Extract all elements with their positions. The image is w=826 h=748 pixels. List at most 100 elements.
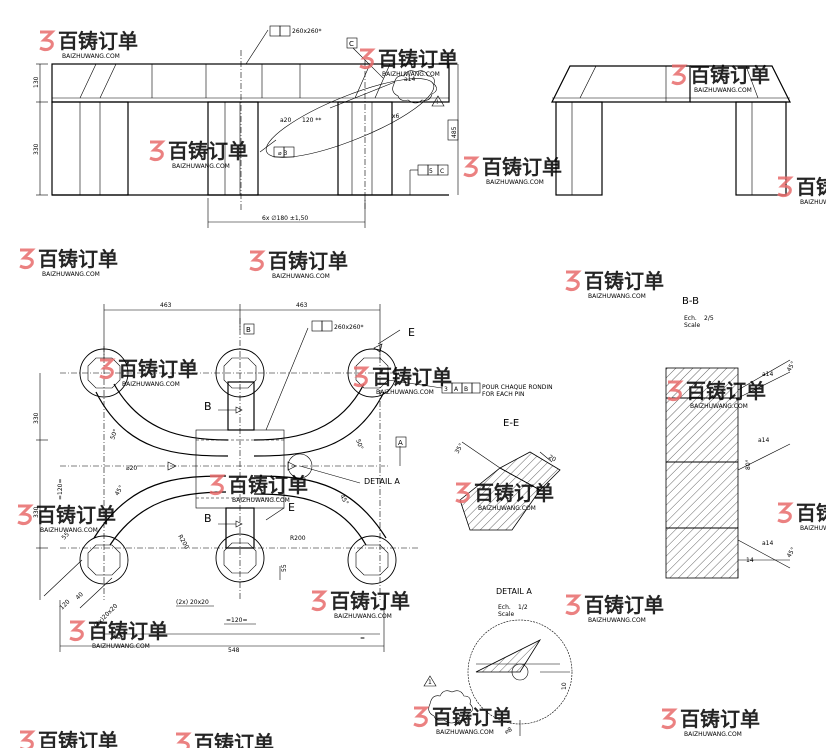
section-ee-angle: 35° <box>454 442 465 455</box>
watermark-url: BAIZHUWANG.COM <box>382 71 440 78</box>
dim-463-left: 463 <box>160 302 172 309</box>
plan-dim-330: 330 <box>33 412 40 424</box>
dim-55-right: 55 <box>281 564 288 572</box>
fcf-cell-1: 3 <box>444 386 448 393</box>
plan-flatness-note: 260x260* <box>334 324 363 331</box>
fcf-cell-2: A <box>454 386 459 393</box>
watermark-brand: 百铸订单 <box>474 481 554 505</box>
baizhu-logo-icon <box>565 270 582 292</box>
section-e-e: E-E 35° 20 <box>454 418 561 531</box>
baizhu-logo-icon <box>463 156 480 178</box>
watermark-brand: 百铸订单 <box>378 47 458 71</box>
watermark-brand: 百铸订单 <box>680 707 760 731</box>
watermark-brand: 百铸订单 <box>584 269 664 293</box>
watermark-url: BAIZHUWANG.COM <box>694 87 752 94</box>
weld-times: x6 <box>392 113 400 120</box>
watermark-url: BAIZHUWANG.COM <box>588 293 646 300</box>
plan-view: 463 463 B 260x260* E 3 A B POUR CHAQUE R… <box>33 302 553 654</box>
detail-a-view: 1 DETAIL A Ech. 1/2 Scale 10 ⌀8 <box>423 587 573 736</box>
weld-fillet-top: a14 <box>404 76 415 83</box>
baizhu-logo-icon <box>455 482 472 504</box>
angle-50-right: 50° <box>354 438 364 450</box>
baizhu-logo-icon <box>69 620 86 642</box>
detail-a-radius: ⌀8 <box>504 726 514 736</box>
baizhu-logo-icon <box>149 140 166 162</box>
baizhu-logo-icon <box>311 590 328 612</box>
section-b-top: B <box>204 400 212 413</box>
watermark-brand: 百铸订单 <box>228 473 308 497</box>
watermark-brand: 百铸订单 <box>584 593 664 617</box>
watermark-brand: 百铸订单 <box>88 619 168 643</box>
watermark-brand: 百铸订单 <box>168 139 248 163</box>
watermark-brand: 百铸订单 <box>330 589 410 613</box>
eq-left: = <box>116 635 121 642</box>
angle-50-left: 50° <box>109 428 119 440</box>
baizhu-logo-icon <box>777 176 794 198</box>
fcf-note-line1: POUR CHAQUE RONDIN <box>482 384 553 391</box>
dim-55: 55 <box>60 531 70 541</box>
section-ee-title: E-E <box>503 418 519 429</box>
detail-a-title: DETAIL A <box>496 587 532 596</box>
watermark-url: BAIZHUWANG.COM <box>376 389 434 396</box>
watermark-url: BAIZHUWANG.COM <box>62 53 120 60</box>
detail-warning-number: 1 <box>428 679 432 686</box>
side-view <box>551 65 791 196</box>
watermark-url: BAIZHUWANG.COM <box>684 731 742 738</box>
baizhu-logo-icon <box>19 248 36 270</box>
bb-weld-mid: a14 <box>758 437 769 444</box>
section-b-bottom: B <box>204 512 212 525</box>
watermark-brand: 百铸订单 <box>268 249 348 273</box>
detail-a-dim-10: 10 <box>561 682 568 690</box>
baizhu-logo-icon <box>671 64 688 86</box>
datum-b-top: B <box>246 326 251 334</box>
baizhu-logo-icon <box>353 366 370 388</box>
fcf-note-line2: FOR EACH PIN <box>482 391 525 398</box>
baizhu-logo-icon <box>661 708 678 730</box>
watermark-brand: 百铸订单 <box>432 705 512 729</box>
section-bb-scale-label: Scale <box>684 322 700 329</box>
dim-485: 485 <box>451 126 458 138</box>
watermark-url: BAIZHUWANG.COM <box>690 403 748 410</box>
watermark-url: BAIZHUWANG.COM <box>478 505 536 512</box>
bb-weld-top: a14 <box>762 371 773 378</box>
plan-dim-330-lower: 330 <box>33 506 40 518</box>
baizhu-logo-icon <box>667 380 684 402</box>
watermark-brand: 百铸订单 <box>38 247 118 271</box>
baizhu-logo-icon <box>17 504 34 526</box>
watermark-url: BAIZHUWANG.COM <box>92 643 150 650</box>
r200-right: R200 <box>290 535 306 542</box>
bb-angle-mid: 80° <box>745 459 752 470</box>
watermark-url: BAIZHUWANG.COM <box>172 163 230 170</box>
baizhu-logo-icon <box>99 358 116 380</box>
warning-icon: ! <box>436 99 438 106</box>
front-flatness-note: 260x260* <box>292 28 321 35</box>
section-e-bottom: E <box>288 501 295 514</box>
eq-right: = <box>360 635 365 642</box>
detail-a-callout: DETAIL A <box>364 477 400 486</box>
watermark-brand: 百铸订单 <box>686 379 766 403</box>
section-bb-scale-value: 2/5 <box>704 315 714 322</box>
watermark-url: BAIZHUWANG.COM <box>486 179 544 186</box>
fcf-cell-3: B <box>464 386 468 393</box>
watermark-brand: 百铸订单 <box>482 155 562 179</box>
chamfer-note: (2x) 20x20 <box>176 599 209 606</box>
watermark-url: BAIZHUWANG.COM <box>232 497 290 504</box>
watermark-brand: 百铸订单 <box>38 729 118 748</box>
baizhu-logo-icon <box>565 594 582 616</box>
watermark-url: BAIZHUWANG.COM <box>588 617 646 624</box>
